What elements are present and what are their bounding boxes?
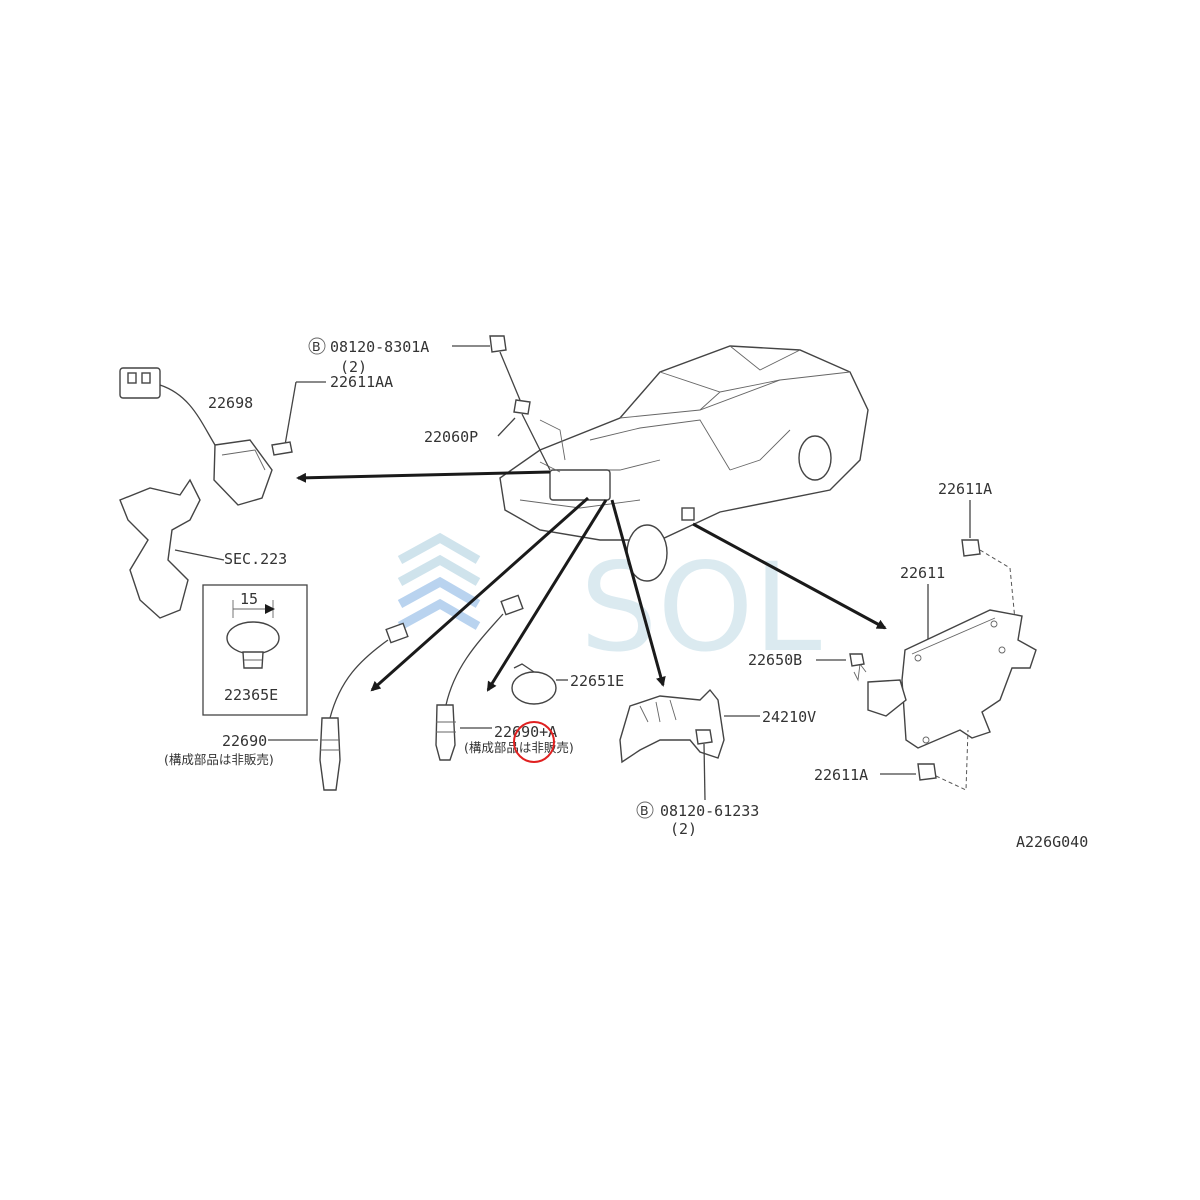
ecu-box (901, 609, 1037, 749)
watermark-text: SOL (580, 537, 821, 679)
label-24210V: 24210V (762, 708, 816, 726)
note-22690: (構成部品は非販売) (164, 752, 274, 767)
inset-22365E: 15 22365E (202, 584, 308, 716)
ecu-22611-group: 22611A 22611 22650B 22611A (748, 480, 1037, 791)
label-bolt-front-qty: (2) (340, 358, 367, 376)
label-22611AA: 22611AA (330, 373, 393, 391)
label-08120-8301A: 08120-8301A (330, 338, 429, 356)
bolt-22611A-top (961, 539, 981, 557)
cap-22651E (511, 671, 557, 705)
highlight-circle (513, 721, 555, 763)
bracket-24210V-group: 24210V B 08120-61233 (2) (619, 688, 816, 838)
cap-22651E-group: 22651E (511, 663, 624, 705)
bolt-rear (695, 729, 713, 745)
label-dim-15: 15 (240, 590, 258, 608)
bolt-22611AA (271, 441, 293, 456)
car-illustration (499, 345, 869, 582)
label-bolt-rear-qty: (2) (670, 820, 697, 838)
bracket-sec223 (119, 478, 201, 619)
bracket-24210V (619, 688, 725, 764)
label-22611: 22611 (900, 564, 945, 582)
o2-sensor-left (319, 717, 341, 791)
bolt-rear-mark: B (640, 803, 649, 818)
sensor-22698-group: 22698 22611AA SEC.223 (119, 367, 393, 619)
label-08120-61233: 08120-61233 (660, 802, 759, 820)
nut-22650B (849, 653, 865, 667)
figure-code: A226G040 (1016, 833, 1088, 851)
bolt-22611A-bottom (917, 763, 937, 781)
label-22060P: 22060P (424, 428, 478, 446)
sol-watermark: SOL (397, 532, 821, 679)
o2-sensor-22690A-group: 22690+A (構成部品は非販売) (435, 594, 574, 763)
connector (119, 367, 161, 399)
label-22650B: 22650B (748, 651, 802, 669)
arrows (296, 470, 887, 692)
note-22690A: (構成部品は非販売) (464, 740, 574, 755)
label-22698: 22698 (208, 394, 253, 412)
label-22365E: 22365E (224, 686, 278, 704)
sensor-body (213, 439, 273, 506)
label-22690A: 22690+A (494, 723, 557, 741)
front-bolt-group: B 08120-8301A (2) 22060P (308, 335, 566, 471)
label-22651E: 22651E (570, 672, 624, 690)
label-22611A-bottom: 22611A (814, 766, 868, 784)
o2-sensor-22690-group: 22690 (構成部品は非販売) (164, 622, 409, 791)
bolt-front-mark: B (312, 339, 321, 354)
label-22611A-top: 22611A (938, 480, 992, 498)
ecu-bracket (867, 679, 907, 717)
label-sec223: SEC.223 (224, 550, 287, 568)
nut-22060P (513, 399, 531, 415)
label-22690: 22690 (222, 732, 267, 750)
o2-sensor-right (435, 704, 456, 761)
